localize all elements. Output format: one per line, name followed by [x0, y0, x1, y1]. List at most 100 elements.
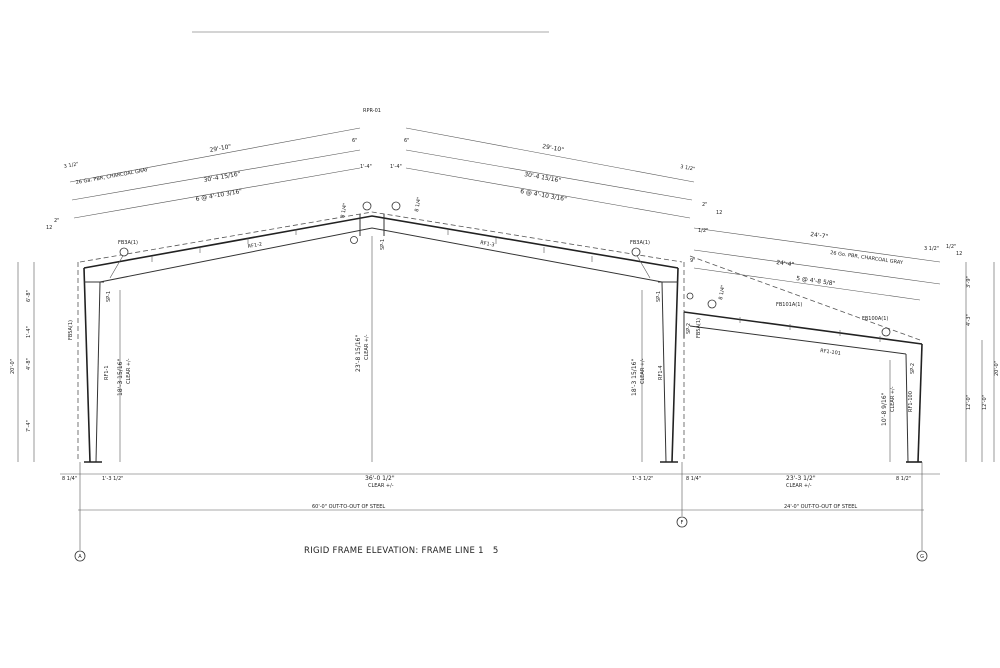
lean-to-purlin-ticks	[739, 317, 881, 342]
right-height-1: 3'-9"	[966, 276, 972, 288]
lean-edge-dim: 1/2"	[698, 228, 708, 234]
left-clear-height: 18'-3 15/16"	[117, 359, 124, 396]
left-rafter-label: RF1-2	[247, 242, 262, 250]
overall-main: 60'-0" OUT-TO-OUT OF STEEL	[312, 504, 385, 510]
lean-to-frame	[683, 255, 923, 463]
bottom-left-offset: 8 1/4"	[62, 476, 77, 482]
lean-splice-left: SP-2	[686, 323, 692, 334]
bottom-left-col: 1'-3 1/2"	[102, 476, 123, 482]
left-brace-label: FB3A(1)	[118, 240, 138, 246]
dim-right-purlin	[405, 167, 691, 219]
right-brace-line	[635, 253, 651, 279]
lean-left-brace-tag: FB5A(1)	[696, 318, 702, 338]
left-column-outer	[83, 267, 91, 463]
right-rafter-label: RF1-3	[480, 240, 495, 248]
center-clear-height: 23'-8 15/16"	[355, 335, 362, 372]
lean-splice-right: SP-2	[910, 363, 916, 374]
right-column-label: RF1-4	[658, 365, 664, 380]
lean-bottom-clear: 23'-3 1/2"	[786, 475, 816, 482]
left-purlins: 6 @ 4'-10 3/16"	[195, 188, 243, 203]
pitch-run-main: 12	[46, 225, 52, 231]
rafter-top-flange	[83, 215, 679, 269]
right-slope-top: 29'-10"	[542, 143, 565, 154]
left-brace-bubble	[119, 247, 129, 257]
lean-bottom-right-offset: 8 1/2"	[896, 476, 911, 482]
lean-haunch-depth: 8 1/4"	[718, 284, 727, 300]
column-brace-label: FB5A(1)	[68, 320, 74, 340]
lean-left-depth: 9"	[690, 258, 695, 264]
lean-brace-left: FB101A(1)	[776, 302, 802, 308]
lean-to-rafter-top	[683, 311, 923, 345]
overall-lean: 24'-0" OUT-TO-OUT OF STEEL	[784, 504, 857, 510]
left-column-label: RF1-1	[104, 365, 110, 380]
dim-lean-top	[693, 227, 941, 263]
ridge-splice-label: SP-1	[380, 239, 386, 250]
dim-right-mid	[405, 149, 693, 201]
bottom-right-col: 1'-3 1/2"	[632, 476, 653, 482]
ridge-splice-bubble	[350, 236, 358, 244]
gridline-a-bubble	[74, 550, 86, 562]
lean-brace-right: FB100A(1)	[862, 316, 888, 322]
lean-clear-height: 10'-8 9/16"	[881, 392, 888, 426]
gridline-f-label: F	[681, 520, 684, 526]
left-height-3: 4'-8"	[26, 358, 32, 370]
lean-pitch-run-right: 12	[956, 251, 962, 257]
purlin-ticks	[151, 229, 593, 262]
lean-bottom-clear-note: CLEAR +/-	[786, 483, 812, 489]
gridline-g-bubble	[916, 550, 928, 562]
left-clear-note: CLEAR +/-	[126, 358, 132, 384]
right-total-height-2: 12'-0"	[982, 395, 988, 410]
lean-rafter-label: RF1-101	[820, 348, 842, 357]
bottom-clear-note: CLEAR +/-	[368, 483, 394, 489]
lean-overhang: 3 1/2"	[924, 246, 939, 252]
right-column-outer	[671, 267, 679, 463]
lean-panel-note: 26 Go. PBR, CHARCOAL GRAY	[830, 250, 904, 266]
lean-slope-mid: 24'-4"	[776, 259, 795, 268]
lean-clear-note: CLEAR +/-	[890, 386, 896, 412]
left-brace-line	[109, 253, 125, 279]
right-splice-label: SP-1	[656, 291, 662, 302]
left-column-inner	[95, 281, 101, 463]
ridge-dim-right: 1'-4"	[390, 164, 402, 170]
lean-to-column-inner	[905, 353, 909, 463]
ridge-bolt-right	[391, 201, 401, 211]
right-brace-label: FB3A(1)	[630, 240, 650, 246]
left-total-height: 20'-0"	[10, 359, 16, 374]
dim-right-top	[405, 127, 695, 183]
lean-to-brace-bubble	[881, 327, 891, 337]
main-frame	[77, 201, 685, 463]
gridline-a-label: A	[78, 554, 82, 560]
bottom-clear: 36'-0 1/2"	[365, 475, 395, 482]
dim-left-purlin	[73, 167, 361, 219]
lean-purlins: 5 @ 4'-8 5/8"	[796, 275, 836, 287]
right-total-height: 20'-0"	[994, 361, 1000, 376]
gridline-f-bubble	[676, 516, 688, 528]
pitch-rise-main: 2"	[54, 218, 59, 224]
lean-to-rafter-bottom	[689, 325, 907, 355]
left-overhang: 3 1/2"	[63, 161, 79, 170]
ridge-label: RPR-01	[363, 108, 381, 114]
ridge-gap-right: 6"	[404, 138, 409, 144]
left-splice-label: SP-1	[106, 291, 112, 302]
right-column-inner	[661, 281, 667, 463]
right-height-3: 12'-0"	[966, 395, 972, 410]
ridge-gap-left: 6"	[352, 138, 357, 144]
lean-column-label: RF1-100	[908, 391, 914, 412]
gridline-g-label: G	[920, 554, 924, 560]
left-height-4: 7'-4"	[26, 420, 32, 432]
ridge-bolt-left	[362, 201, 372, 211]
ridge-dim-left: 1'-4"	[360, 164, 372, 170]
drawing-title: RIGID FRAME ELEVATION: FRAME LINE 1 5	[304, 546, 499, 556]
center-clear-note: CLEAR +/-	[364, 334, 370, 360]
right-overhang: 3 1/2"	[680, 164, 696, 173]
right-height-2: 4'-3"	[966, 314, 972, 326]
right-purlins: 6 @ 4'-10 3/16"	[520, 188, 568, 203]
dimension-lines	[17, 127, 995, 550]
lean-to-haunch-bubble	[707, 299, 717, 309]
lean-pitch-rise: 2"	[702, 202, 707, 208]
left-height-1: 6'-8"	[26, 290, 32, 302]
lean-bottom-left-offset: 8 1/4"	[686, 476, 701, 482]
right-brace-bubble	[631, 247, 641, 257]
left-height-2: 1'-4"	[26, 326, 32, 338]
